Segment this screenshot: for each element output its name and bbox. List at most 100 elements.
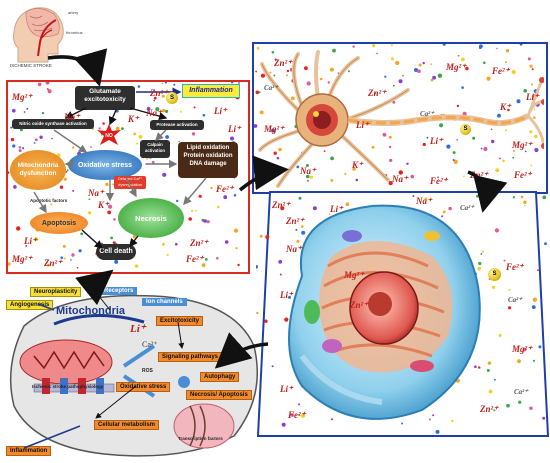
ion-particle (51, 137, 53, 140)
necrosis-apoptosis-box: Necrosis/ Apoptosis (186, 390, 252, 400)
ion-zn: Zn²⁺ (368, 88, 386, 98)
glutamate-label: Glutamate excitotoxicity (84, 88, 126, 103)
ion-particle (259, 110, 264, 115)
ion-fe: Fe²⁺ (186, 254, 204, 264)
ion-particle (198, 194, 202, 198)
protease-label: Protease activation (156, 122, 198, 127)
ion-particle (288, 295, 291, 299)
ros-burst-icon: NO (96, 124, 122, 146)
ion-particle (519, 44, 523, 46)
oxidative-stress-box-label: Oxidative stress (120, 384, 167, 390)
ion-mg: Mg²⁺ (512, 344, 532, 354)
ion-particle (60, 256, 63, 259)
ion-particle (165, 135, 170, 139)
ion-fe: Fe²⁺ (492, 66, 510, 76)
ion-particle (426, 136, 429, 139)
ion-particle (161, 94, 165, 98)
ion-mg: Mg²⁺ (12, 254, 32, 264)
ion-particle (430, 63, 432, 65)
ion-zn: Zn²⁺ (272, 200, 290, 210)
ion-particle (495, 168, 500, 173)
stroke-head-illustration (8, 2, 68, 64)
ion-particle (517, 359, 521, 364)
ion-particle (461, 57, 465, 62)
ion-particle (456, 138, 459, 141)
ion-mg: Mg²⁺ (264, 124, 284, 134)
ion-particle (191, 132, 196, 136)
ion-particle (490, 128, 493, 131)
pathway-arrows (33, 87, 207, 249)
protease-box: Protease activation (150, 120, 204, 130)
ion-li: Li⁺ (228, 124, 241, 134)
calpain-label: Calpain activation (144, 142, 166, 153)
sulfur-ball-icon: S (488, 268, 501, 281)
ion-particle (191, 209, 194, 212)
ion-particle (218, 186, 220, 189)
ion-k: K⁺ (500, 102, 511, 112)
ion-particle (210, 186, 213, 190)
ion-particle (376, 52, 378, 55)
inflammation-label: Inflammation (189, 87, 233, 94)
ros-label: ROS (142, 368, 153, 374)
ion-particle (542, 195, 547, 200)
ion-particle (344, 172, 347, 176)
ion-particle (274, 58, 277, 61)
ion-particle (465, 66, 469, 71)
ion-particle (146, 106, 151, 111)
ion-particle (46, 263, 50, 267)
ion-particle (280, 206, 285, 211)
ion-particle (516, 99, 521, 104)
ion-particle (63, 177, 67, 181)
ion-particle (281, 422, 286, 427)
ion-particle (512, 156, 515, 159)
ion-particle (352, 45, 355, 48)
ion-particle (529, 130, 533, 134)
ion-particle (518, 400, 522, 404)
ion-particle (453, 159, 458, 164)
lipid-oxidation-label: Lipid oxidation Protein oxidation DNA da… (183, 145, 233, 167)
ion-particle (8, 262, 11, 266)
ion-particle (482, 250, 484, 253)
ion-particle (424, 197, 428, 201)
ion-particle (137, 85, 141, 88)
ion-particle (155, 107, 160, 112)
ion-particle (138, 135, 143, 139)
ion-particle (532, 359, 536, 362)
ion-particle (456, 104, 460, 108)
ion-particle (371, 145, 375, 149)
mitochondria-dysfunction-cloud: Mitochondria dysfunction (10, 150, 66, 190)
ion-particle (395, 60, 400, 66)
ion-particle (164, 82, 167, 84)
ion-particle (23, 111, 26, 113)
ion-zn: Zn²⁺ (274, 58, 292, 68)
necrosis-label: Necrosis (135, 213, 167, 223)
ion-particle (256, 46, 260, 50)
ion-particle (494, 378, 496, 381)
ion-particle (39, 135, 43, 139)
inflammation-box-label: Inflammation (10, 448, 48, 454)
ion-particle (527, 57, 531, 61)
ion-particle (451, 419, 454, 423)
ion-particle (271, 128, 275, 133)
ion-particle (34, 237, 39, 242)
ion-particle (134, 264, 139, 268)
ion-particle (258, 91, 261, 94)
ion-particle (392, 84, 395, 87)
ion-particle (256, 265, 258, 269)
ion-particle (472, 136, 476, 140)
ion-particle (34, 138, 38, 142)
ion-fe: Fe²⁺ (514, 170, 532, 180)
ion-particle (437, 73, 443, 78)
ion-particle (296, 239, 300, 243)
ion-mg: Mg²⁺ (344, 270, 364, 280)
ion-particle (264, 319, 268, 323)
ion-particle (499, 157, 501, 160)
sulfur-label: S (169, 95, 174, 101)
ion-ca: Ca²⁺ (420, 110, 434, 118)
ion-particle (389, 158, 393, 162)
ion-particle (254, 124, 258, 128)
oxidative-stress-label: Oxidative stress (77, 161, 133, 169)
ion-particle (534, 147, 539, 153)
ion-particle (461, 86, 464, 89)
ion-particle (62, 244, 66, 248)
